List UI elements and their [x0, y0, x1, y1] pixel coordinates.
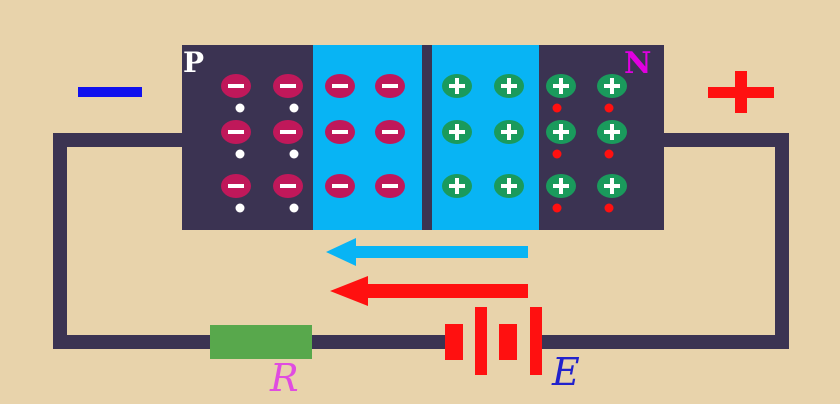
- positive-ion-icon: [442, 174, 472, 198]
- negative-ion-icon: [325, 120, 355, 144]
- negative-ion-icon: [221, 174, 251, 198]
- hole-dot: [289, 103, 299, 113]
- circuit-wires: [53, 133, 789, 349]
- negative-ion-icon: [375, 174, 405, 198]
- positive-ion-icon: [546, 120, 576, 144]
- positive-ion-icon: [597, 174, 627, 198]
- hole-dot: [289, 203, 299, 213]
- positive-ion-icon: [494, 120, 524, 144]
- negative-ion-icon: [273, 74, 303, 98]
- hole-dot: [235, 203, 245, 213]
- negative-ion-icon: [273, 120, 303, 144]
- negative-ion-icon: [325, 74, 355, 98]
- negative-ion-icon: [221, 74, 251, 98]
- positive-ion-icon: [546, 74, 576, 98]
- source-label: E: [552, 350, 580, 394]
- positive-ion-icon: [494, 174, 524, 198]
- positive-ion-icon: [442, 120, 472, 144]
- hole-dot: [289, 149, 299, 159]
- positive-ion-icon: [597, 74, 627, 98]
- positive-ion-icon: [494, 74, 524, 98]
- resistor-label: R: [270, 356, 299, 400]
- minus-sign-icon: [78, 87, 142, 97]
- electron-dot: [552, 103, 562, 113]
- negative-ion-icon: [325, 174, 355, 198]
- battery-plate-3: [499, 324, 517, 360]
- right-wire: [536, 133, 789, 349]
- positive-ion-icon: [597, 120, 627, 144]
- negative-ion-icon: [273, 174, 303, 198]
- n-region-label: N: [624, 46, 652, 81]
- battery-plate-2: [475, 307, 487, 375]
- negative-ion-icon: [221, 120, 251, 144]
- flow-arrows: [326, 238, 528, 306]
- positive-ion-icon: [442, 74, 472, 98]
- semiconductor-block: [182, 45, 664, 230]
- negative-ion-icon: [375, 74, 405, 98]
- polarity-signs: [78, 71, 774, 113]
- electron-dot: [604, 149, 614, 159]
- negative-ion-icon: [375, 120, 405, 144]
- carriers-layer: [235, 103, 614, 213]
- current-arrow-icon: [330, 276, 528, 306]
- hole-dot: [235, 149, 245, 159]
- battery-icon: [445, 307, 542, 375]
- drift-arrow-icon: [326, 238, 528, 266]
- electron-dot: [604, 103, 614, 113]
- battery-plate-4: [530, 307, 542, 375]
- electron-dot: [552, 149, 562, 159]
- electron-dot: [604, 203, 614, 213]
- ions-layer: [221, 74, 627, 198]
- plus-sign-icon: [708, 71, 774, 113]
- positive-ion-icon: [546, 174, 576, 198]
- resistor-icon: [210, 325, 312, 359]
- junction-line: [422, 45, 432, 230]
- left-wire: [53, 133, 214, 349]
- battery-plate-1: [445, 324, 463, 360]
- electron-dot: [552, 203, 562, 213]
- hole-dot: [235, 103, 245, 113]
- p-region-label: P: [183, 46, 205, 79]
